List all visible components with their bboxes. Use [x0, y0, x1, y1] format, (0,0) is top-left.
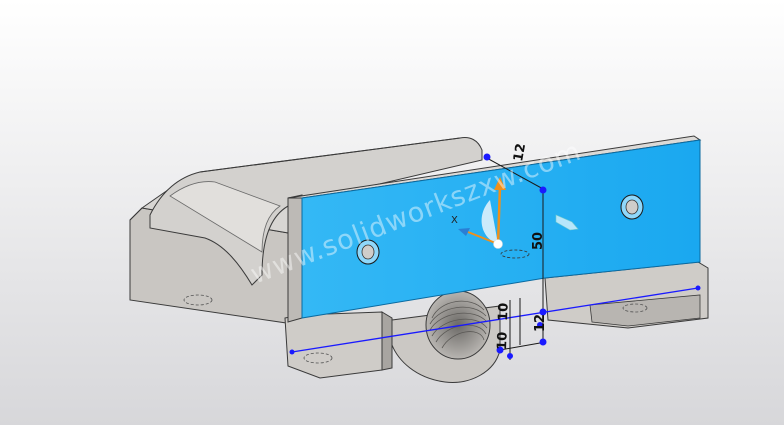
sketch-point-icon: [539, 338, 547, 346]
sketch-point-icon: [537, 322, 543, 328]
sketch-point-icon: [496, 346, 504, 354]
sketch-point-icon: [483, 153, 491, 161]
dimension-width[interactable]: 12: [511, 142, 529, 162]
sketch-point-icon: [539, 186, 547, 194]
dimension-height[interactable]: 50: [531, 232, 546, 250]
sketch-line[interactable]: [291, 287, 699, 353]
triad-x-label: X: [451, 215, 458, 226]
face-hole-left[interactable]: [356, 239, 380, 265]
hidden-hole-foot: [303, 352, 333, 364]
dimension-points[interactable]: [483, 153, 547, 360]
dimension-offset-small-1[interactable]: 10: [496, 303, 512, 322]
sketch-point-icon: [507, 353, 513, 359]
triad-icon[interactable]: X: [451, 177, 530, 259]
dimension-offset-small-2[interactable]: 10: [495, 332, 511, 351]
part-body[interactable]: [129, 135, 709, 383]
hidden-hole-left: [183, 294, 213, 306]
hidden-hole-right: [622, 303, 648, 313]
face-hole-right[interactable]: [620, 194, 644, 220]
dimension-lines: [484, 156, 546, 360]
sketch-point-icon: [539, 308, 547, 316]
dimension-offset-vertical[interactable]: 12: [533, 314, 548, 332]
direction-arrow-icon: [555, 214, 579, 231]
sketch-point-icon[interactable]: [695, 285, 701, 291]
sketch-point-icon[interactable]: [289, 349, 295, 355]
selected-face[interactable]: [301, 139, 701, 319]
